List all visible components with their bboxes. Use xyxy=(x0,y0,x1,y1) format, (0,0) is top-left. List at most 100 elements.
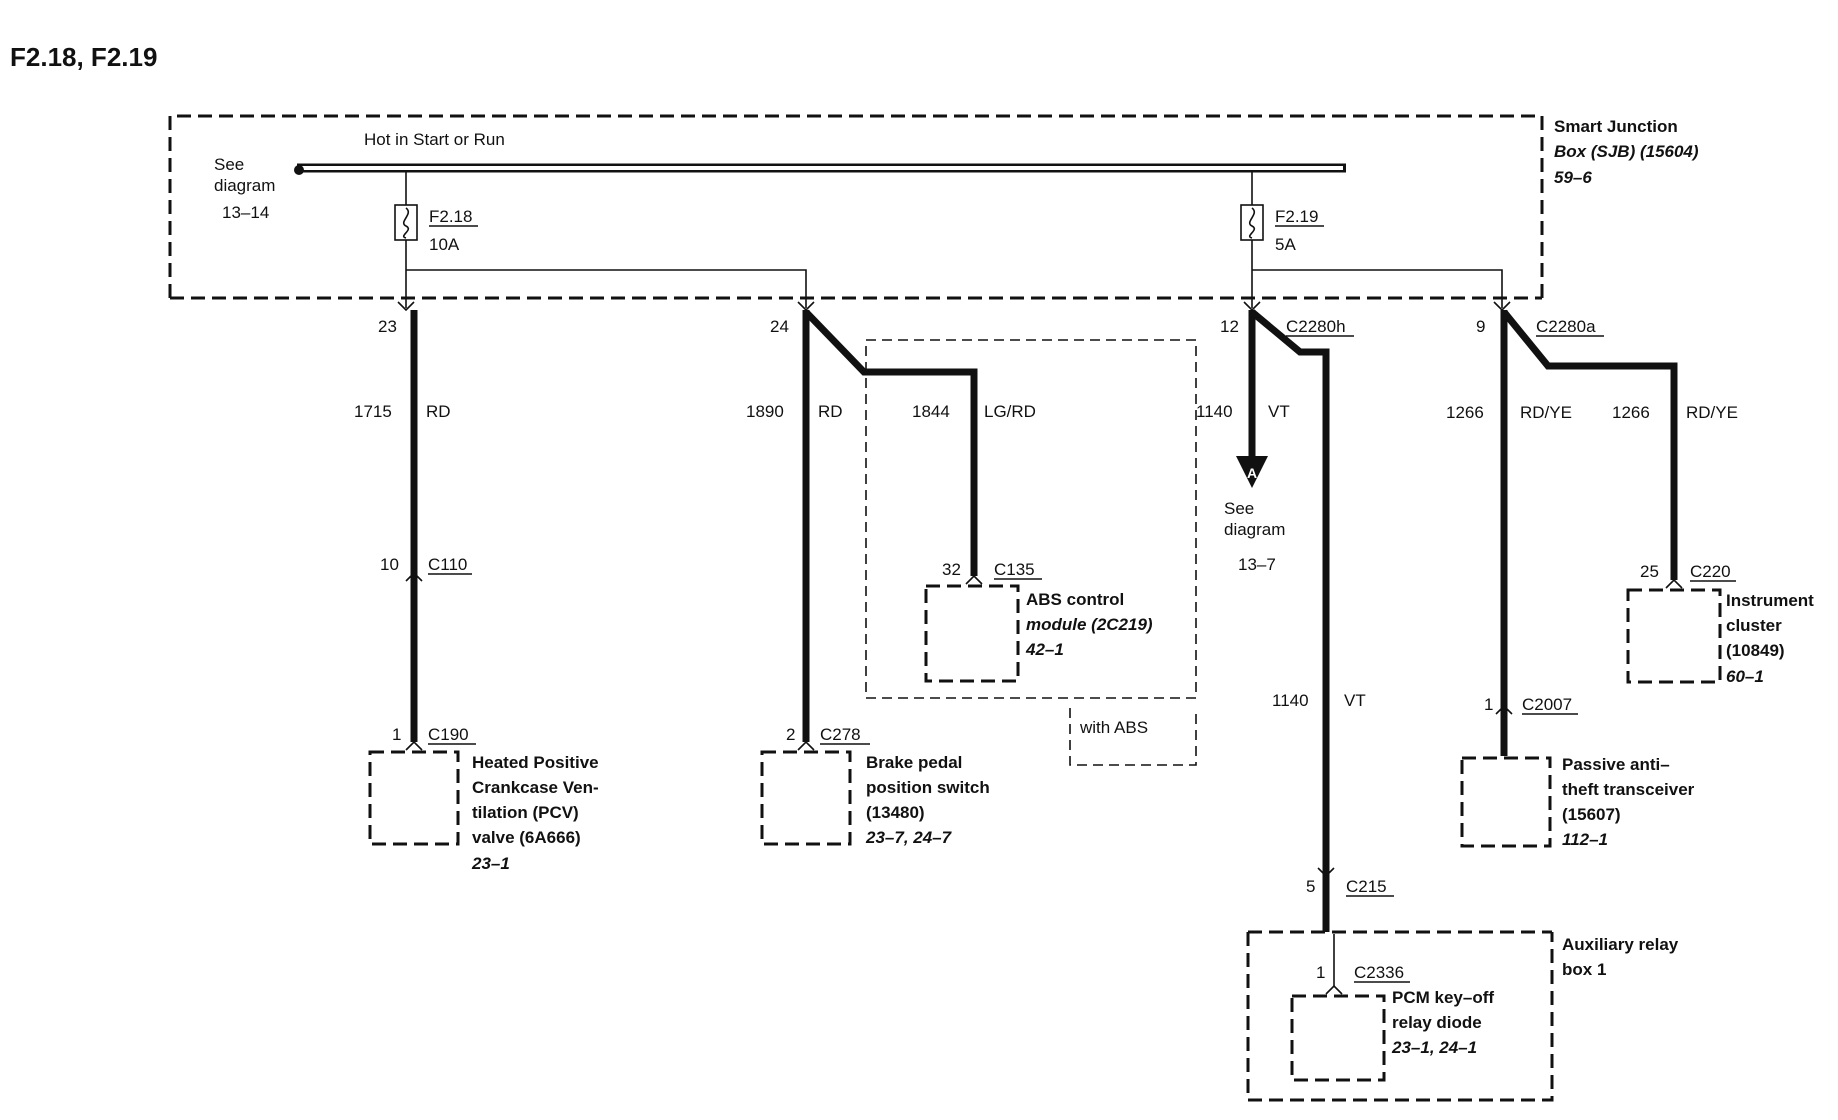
pats-pin-top: 9 xyxy=(1476,317,1485,336)
bus-label: Hot in Start or Run xyxy=(364,130,505,149)
abs-pin: 32 xyxy=(942,560,961,579)
circuit-abs: with ABS 1844 LG/RD 32 C135 ABS control … xyxy=(803,309,1197,766)
abs-option-label: with ABS xyxy=(1079,718,1148,737)
pats-comp-line2: theft transceiver xyxy=(1562,780,1695,799)
abs-option-tag xyxy=(1069,708,1197,766)
circuit-pcv: 23 1715 RD 10 C110 1 C190 Heated Positiv… xyxy=(354,301,599,873)
ic-color: RD/YE xyxy=(1686,403,1738,422)
pcv-circuit: 1715 xyxy=(354,402,392,421)
bpp-comp-line1: Brake pedal xyxy=(866,753,962,772)
bpp-pin-top: 24 xyxy=(770,317,789,336)
abs-option-box xyxy=(865,339,1197,699)
ic-comp-line2: cluster xyxy=(1726,616,1782,635)
fuse-icon xyxy=(1240,204,1264,241)
vt-color2: VT xyxy=(1344,691,1366,710)
sjb-name-line1: Smart Junction xyxy=(1554,117,1678,136)
fuse-f218-rating: 10A xyxy=(429,235,460,254)
fuse-f219-id: F2.19 xyxy=(1275,207,1318,226)
circuit-vt: 12 C2280h A 1140 VT See diagram 13–7 114… xyxy=(1196,301,1394,932)
pcv-pin-bottom: 1 xyxy=(392,725,401,744)
pats-color: RD/YE xyxy=(1520,403,1572,422)
pcv-comp-line2: Crankcase Ven- xyxy=(472,778,599,797)
circuit-pats: 9 C2280a 1266 RD/YE 1 C2007 Passive anti… xyxy=(1446,301,1695,849)
ic-circuit: 1266 xyxy=(1612,403,1650,422)
relaybox-pin: 1 xyxy=(1316,963,1325,982)
pats-conn-bottom: C2007 xyxy=(1522,695,1572,714)
smart-junction-box: Smart Junction Box (SJB) (15604) 59–6 Ho… xyxy=(168,114,1699,308)
bpp-circuit: 1890 xyxy=(746,402,784,421)
abs-component-box xyxy=(924,584,1020,683)
bpp-conn-bottom: C278 xyxy=(820,725,861,744)
ic-comp-line1: Instrument xyxy=(1726,591,1814,610)
pats-comp-ref: 112–1 xyxy=(1562,830,1608,849)
bpp-color: RD xyxy=(818,402,843,421)
pcv-comp-ref: 23–1 xyxy=(471,854,510,873)
fuse-f219-rating: 5A xyxy=(1275,235,1296,254)
fuse-f219-splice xyxy=(1252,269,1503,308)
ic-pin: 25 xyxy=(1640,562,1659,581)
pcm-diode-component-box xyxy=(1290,994,1386,1082)
ic-conn: C220 xyxy=(1690,562,1731,581)
pcv-pin-top: 23 xyxy=(378,317,397,336)
sjb-see-line2: diagram xyxy=(214,176,275,195)
sjb-see-line1: See xyxy=(214,155,244,174)
arrow-down-icon xyxy=(1236,456,1268,488)
vt-arrow-label: A xyxy=(1247,465,1257,481)
abs-comp-line2: module (2C219) xyxy=(1026,615,1153,634)
bpp-comp-line3: (13480) xyxy=(866,803,925,822)
vt-see-line2: diagram xyxy=(1224,520,1285,539)
pcv-comp-line4: valve (6A666) xyxy=(472,828,581,847)
bpp-comp-ref: 23–7, 24–7 xyxy=(865,828,953,847)
pcv-component-box xyxy=(368,750,460,846)
pcv-inline-conn: C110 xyxy=(428,555,467,574)
pcm-diode-ref: 23–1, 24–1 xyxy=(1391,1038,1477,1057)
vt-see-ref: 13–7 xyxy=(1238,555,1276,574)
ic-comp-line3: (10849) xyxy=(1726,641,1785,660)
bpp-component-box xyxy=(760,750,852,846)
vt-conn-top: C2280h xyxy=(1286,317,1346,336)
fuse-f218-id: F2.18 xyxy=(429,207,472,226)
pats-comp-line3: (15607) xyxy=(1562,805,1621,824)
pats-pin-bottom: 1 xyxy=(1484,695,1493,714)
abs-conn: C135 xyxy=(994,560,1035,579)
vt-wire-to-relay xyxy=(1249,309,1330,932)
auxiliary-relay-box: Auxiliary relay box 1 1 C2336 PCM key–of… xyxy=(1246,930,1679,1102)
ic-wire xyxy=(1501,309,1678,580)
pcv-comp-line1: Heated Positive xyxy=(472,753,599,772)
sjb-boundary xyxy=(168,114,1544,298)
pats-conn-top: C2280a xyxy=(1536,317,1596,336)
bpp-comp-line2: position switch xyxy=(866,778,990,797)
fuse-f218-splice xyxy=(406,269,807,308)
abs-circuit: 1844 xyxy=(912,402,950,421)
pcv-conn-bottom: C190 xyxy=(428,725,469,744)
abs-color: LG/RD xyxy=(984,402,1036,421)
pcv-color: RD xyxy=(426,402,451,421)
ic-comp-ref: 60–1 xyxy=(1726,667,1764,686)
sjb-see-ref: 13–14 xyxy=(222,203,269,222)
hot-bus-bar xyxy=(294,163,1346,175)
pcm-diode-line1: PCM key–off xyxy=(1392,988,1494,1007)
fuse-icon xyxy=(394,204,418,241)
abs-wire xyxy=(803,309,978,576)
abs-comp-line1: ABS control xyxy=(1026,590,1124,609)
vt-see-line1: See xyxy=(1224,499,1254,518)
vt-inline-pin: 5 xyxy=(1306,877,1315,896)
bpp-pin-bottom: 2 xyxy=(786,725,795,744)
sjb-ref: 59–6 xyxy=(1554,168,1592,187)
pcm-diode-line2: relay diode xyxy=(1392,1013,1482,1032)
pats-circuit: 1266 xyxy=(1446,403,1484,422)
vt-circuit: 1140 xyxy=(1196,402,1233,421)
relaybox-name-line1: Auxiliary relay xyxy=(1562,935,1679,954)
relaybox-name-line2: box 1 xyxy=(1562,960,1606,979)
circuit-ic: 1266 RD/YE 25 C220 Instrument cluster (1… xyxy=(1501,309,1814,686)
sjb-name-line2: Box (SJB) (15604) xyxy=(1554,142,1699,161)
vt-circuit2: 1140 xyxy=(1272,691,1309,710)
ic-component-box xyxy=(1626,588,1722,684)
circuit-bpp: 24 1890 RD 2 C278 Brake pedal position s… xyxy=(746,301,990,847)
pats-component-box xyxy=(1460,756,1552,848)
abs-comp-ref: 42–1 xyxy=(1025,640,1064,659)
vt-color: VT xyxy=(1268,402,1290,421)
pats-comp-line1: Passive anti– xyxy=(1562,755,1670,774)
pcv-comp-line3: tilation (PCV) xyxy=(472,803,579,822)
vt-pin-top: 12 xyxy=(1220,317,1239,336)
